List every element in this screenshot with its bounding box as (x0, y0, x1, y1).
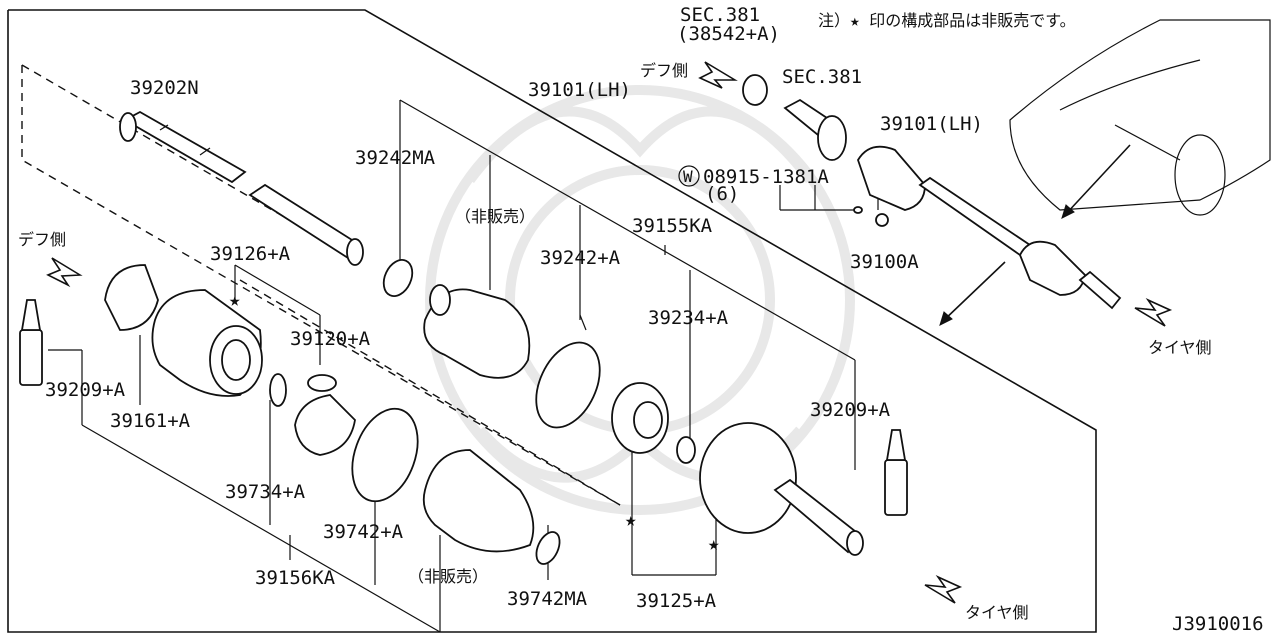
section-label-sec381-a[interactable]: SEC.381 (680, 4, 760, 26)
vehicle-sketch (1009, 19, 1271, 216)
arrow-tire-bottom (924, 575, 963, 604)
housing-39161a (104, 264, 263, 397)
flange-sec381 (783, 98, 847, 161)
part-label-39101lh-inset[interactable]: 39101(LH) (880, 113, 983, 135)
outer-boot (422, 449, 535, 553)
part-label-39742a[interactable]: 39742+A (323, 521, 404, 543)
part-label-39242ma[interactable]: 39242MA (355, 147, 436, 169)
boot-band-39242a (535, 314, 601, 429)
washer-mark: W (683, 167, 693, 186)
part-label-39742ma[interactable]: 39742MA (507, 588, 588, 610)
part-label-39125a[interactable]: 39125+A (636, 590, 717, 612)
part-label-39202n[interactable]: 39202N (130, 77, 199, 99)
grease-tube-right (884, 429, 908, 516)
shaft-39202n (119, 110, 364, 266)
section-label-sec381-b[interactable]: SEC.381 (782, 66, 862, 88)
direction-label-diff-top: デフ側 (640, 61, 688, 80)
part-label-39156ka[interactable]: 39156KA (255, 567, 336, 589)
dashed-group-outline (21, 64, 621, 506)
star-marker: ★ (229, 289, 240, 311)
boot-band-39742ma (535, 531, 561, 565)
inner-boot (423, 284, 531, 379)
circlip-39234a (676, 436, 696, 464)
boot-clamp-39242ma (382, 259, 414, 297)
part-label-39101lh[interactable]: 39101(LH) (528, 79, 631, 101)
drive-shaft-39101lh-inset (857, 145, 1122, 310)
arrow-vehicle-b (939, 261, 1006, 326)
part-label-39120a[interactable]: 39120+A (290, 328, 371, 350)
washer-quantity: (6) (705, 183, 739, 205)
section-label-38542a[interactable]: (38542+A) (677, 23, 780, 45)
star-marker: ★ (708, 533, 719, 555)
part-label-39234a[interactable]: 39234+A (648, 307, 729, 329)
not-sold-label-lower: （非販売） (408, 567, 488, 586)
direction-label-diff-left: デフ側 (18, 230, 66, 249)
part-label-39100a[interactable]: 39100A (850, 251, 919, 273)
part-label-08915-1381a[interactable]: 08915-1381A (703, 166, 829, 188)
part-label-39242a[interactable]: 39242+A (540, 247, 621, 269)
grease-tube-left (19, 299, 43, 386)
arrow-diff-top (698, 61, 738, 89)
snap-ring-39734a (269, 373, 287, 407)
part-label-39161a[interactable]: 39161+A (110, 410, 191, 432)
bearing-cage-39125a (611, 382, 669, 454)
washer-mark-circle (678, 165, 700, 187)
part-label-39155ka[interactable]: 39155KA (632, 215, 713, 237)
arrow-vehicle-a (1061, 144, 1131, 219)
assembly-frame (7, 9, 1097, 633)
part-label-39209a-right[interactable]: 39209+A (810, 399, 891, 421)
boot-band-39742a (351, 407, 419, 503)
star-marker: ★ (625, 509, 636, 531)
group-boundary-lines (48, 99, 879, 633)
star-markers: ★ ★ ★ (229, 289, 719, 555)
part-label-39734a[interactable]: 39734+A (225, 481, 306, 503)
outer-joint (699, 422, 864, 556)
part-label-39209a-left[interactable]: 39209+A (45, 379, 126, 401)
direction-label-tire-right: タイヤ側 (1148, 338, 1212, 357)
bolt-39100a (853, 206, 889, 227)
direction-label-tire-bottom: タイヤ側 (965, 603, 1029, 622)
part-label-39126a[interactable]: 39126+A (210, 243, 291, 265)
oil-seal-38542a (742, 74, 768, 106)
not-sold-note: 注）★ 印の構成部品は非販売です。 (818, 11, 1076, 30)
not-sold-label-upper: （非販売） (455, 207, 535, 226)
arrow-tire-right (1134, 298, 1173, 327)
spider-39120a (294, 374, 356, 456)
arrow-diff-left (46, 257, 83, 288)
diagram-id: J3910016 (1172, 613, 1264, 635)
